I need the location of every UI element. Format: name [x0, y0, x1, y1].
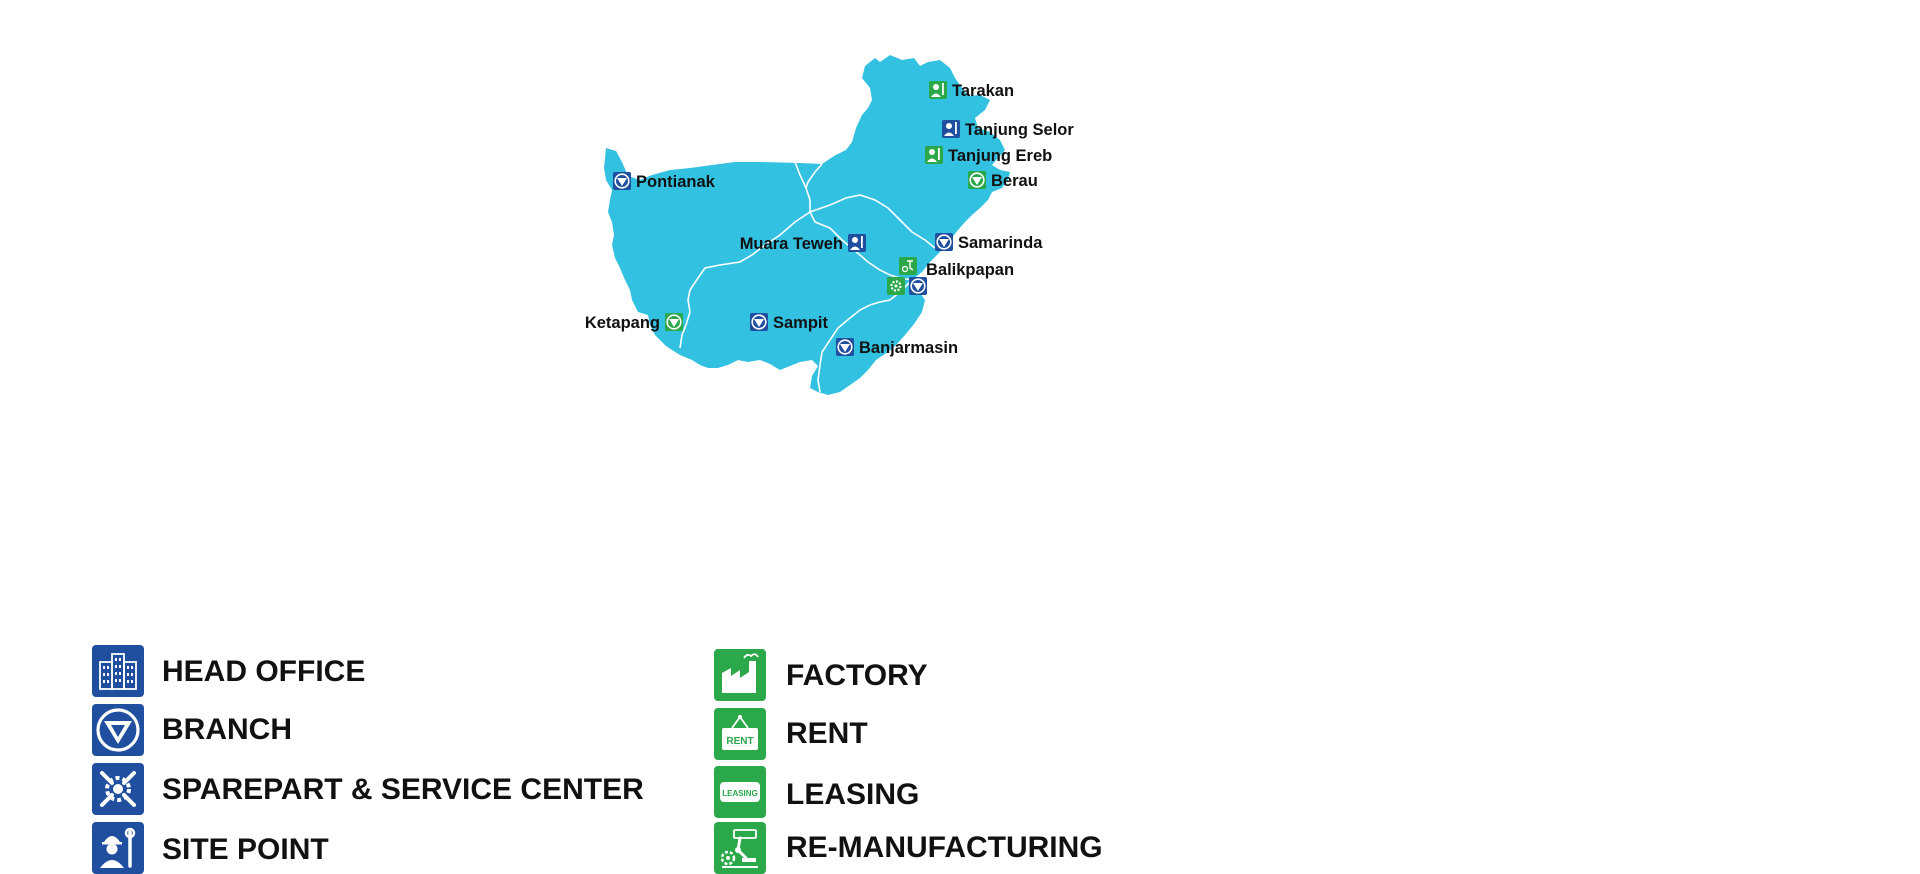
kalimantan-landmass [604, 55, 1010, 395]
marker-balikpapan[interactable]: Balikpapan [885, 256, 1014, 297]
marker-banjarmasin[interactable]: Banjarmasin [835, 337, 958, 357]
location-label: Banjarmasin [859, 339, 958, 357]
legend-label-rent: RENT [786, 717, 868, 750]
triangle-emblem-icon [92, 704, 144, 756]
marker-sampit[interactable]: Sampit [749, 312, 829, 332]
location-label: Tanjung Ereb [948, 147, 1052, 165]
legend-label-site-point: SITE POINT [162, 833, 329, 866]
legend-label-head-office: HEAD OFFICE [162, 655, 366, 688]
leasing-sign-icon: LEASING [714, 766, 766, 818]
marker-samarinda[interactable]: Samarinda [934, 232, 1043, 252]
legend-label-factory: FACTORY [786, 659, 928, 692]
building-icon [92, 645, 144, 697]
location-label: Tarakan [952, 82, 1014, 100]
province-borders [679, 161, 936, 393]
location-label: Pontianak [636, 173, 716, 191]
marker-tanjung-ereb[interactable]: Tanjung Ereb [925, 146, 1052, 165]
rent-sign-text: RENT [726, 736, 753, 747]
leasing-sign-text: LEASING [722, 789, 758, 798]
robot-arm-icon [714, 822, 766, 874]
marker-ketapang[interactable]: Ketapang [585, 312, 684, 332]
wrench-gear-icon [92, 763, 144, 815]
legend-label-remanufacturing: RE-MANUFACTURING [786, 831, 1103, 864]
marker-muara-teweh[interactable]: Muara Teweh [740, 234, 866, 253]
location-label: Sampit [773, 314, 829, 332]
legend-label-branch: BRANCH [162, 713, 292, 746]
marker-pontianak[interactable]: Pontianak [612, 171, 716, 191]
marker-tarakan[interactable]: Tarakan [929, 81, 1014, 100]
location-label: Tanjung Selor [965, 121, 1074, 139]
location-label: Muara Teweh [740, 235, 843, 253]
location-label: Ketapang [585, 314, 660, 332]
worker-icon [92, 822, 144, 874]
factory-icon [714, 649, 766, 701]
legend-label-leasing: LEASING [786, 778, 920, 811]
marker-berau[interactable]: Berau [967, 170, 1038, 190]
legend-label-sparepart: SPAREPART & SERVICE CENTER [162, 773, 644, 806]
rent-sign-icon: RENT [714, 708, 766, 760]
map-markers: Tarakan Tanjung Selor Tanjung Ereb Berau… [585, 81, 1074, 357]
marker-tanjung-selor[interactable]: Tanjung Selor [942, 120, 1074, 139]
location-label: Samarinda [958, 234, 1043, 252]
location-label: Balikpapan [926, 261, 1014, 279]
location-label: Berau [991, 172, 1038, 190]
